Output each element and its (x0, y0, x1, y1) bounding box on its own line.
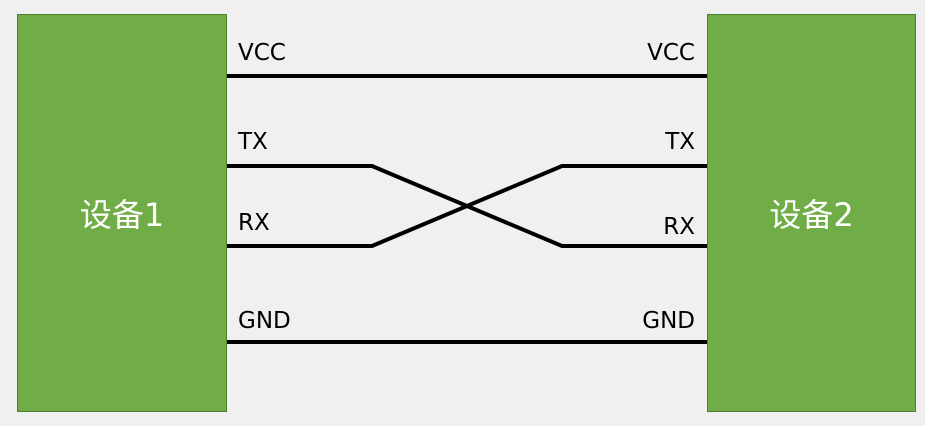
rx-to-tx-wire (227, 164, 707, 248)
right-vcc-label: VCC (647, 40, 695, 66)
right-rx-label: RX (663, 214, 695, 240)
left-gnd-label: GND (238, 308, 291, 334)
right-gnd-label: GND (642, 308, 695, 334)
left-rx-label: RX (238, 210, 270, 236)
device-1-box: 设备1 (17, 14, 227, 412)
device-2-box: 设备2 (707, 14, 916, 412)
left-vcc-label: VCC (238, 40, 286, 66)
device-1-label: 设备1 (79, 196, 165, 234)
left-tx-label: TX (238, 129, 268, 155)
right-tx-label: TX (665, 129, 695, 155)
device-2-label: 设备2 (769, 196, 854, 234)
